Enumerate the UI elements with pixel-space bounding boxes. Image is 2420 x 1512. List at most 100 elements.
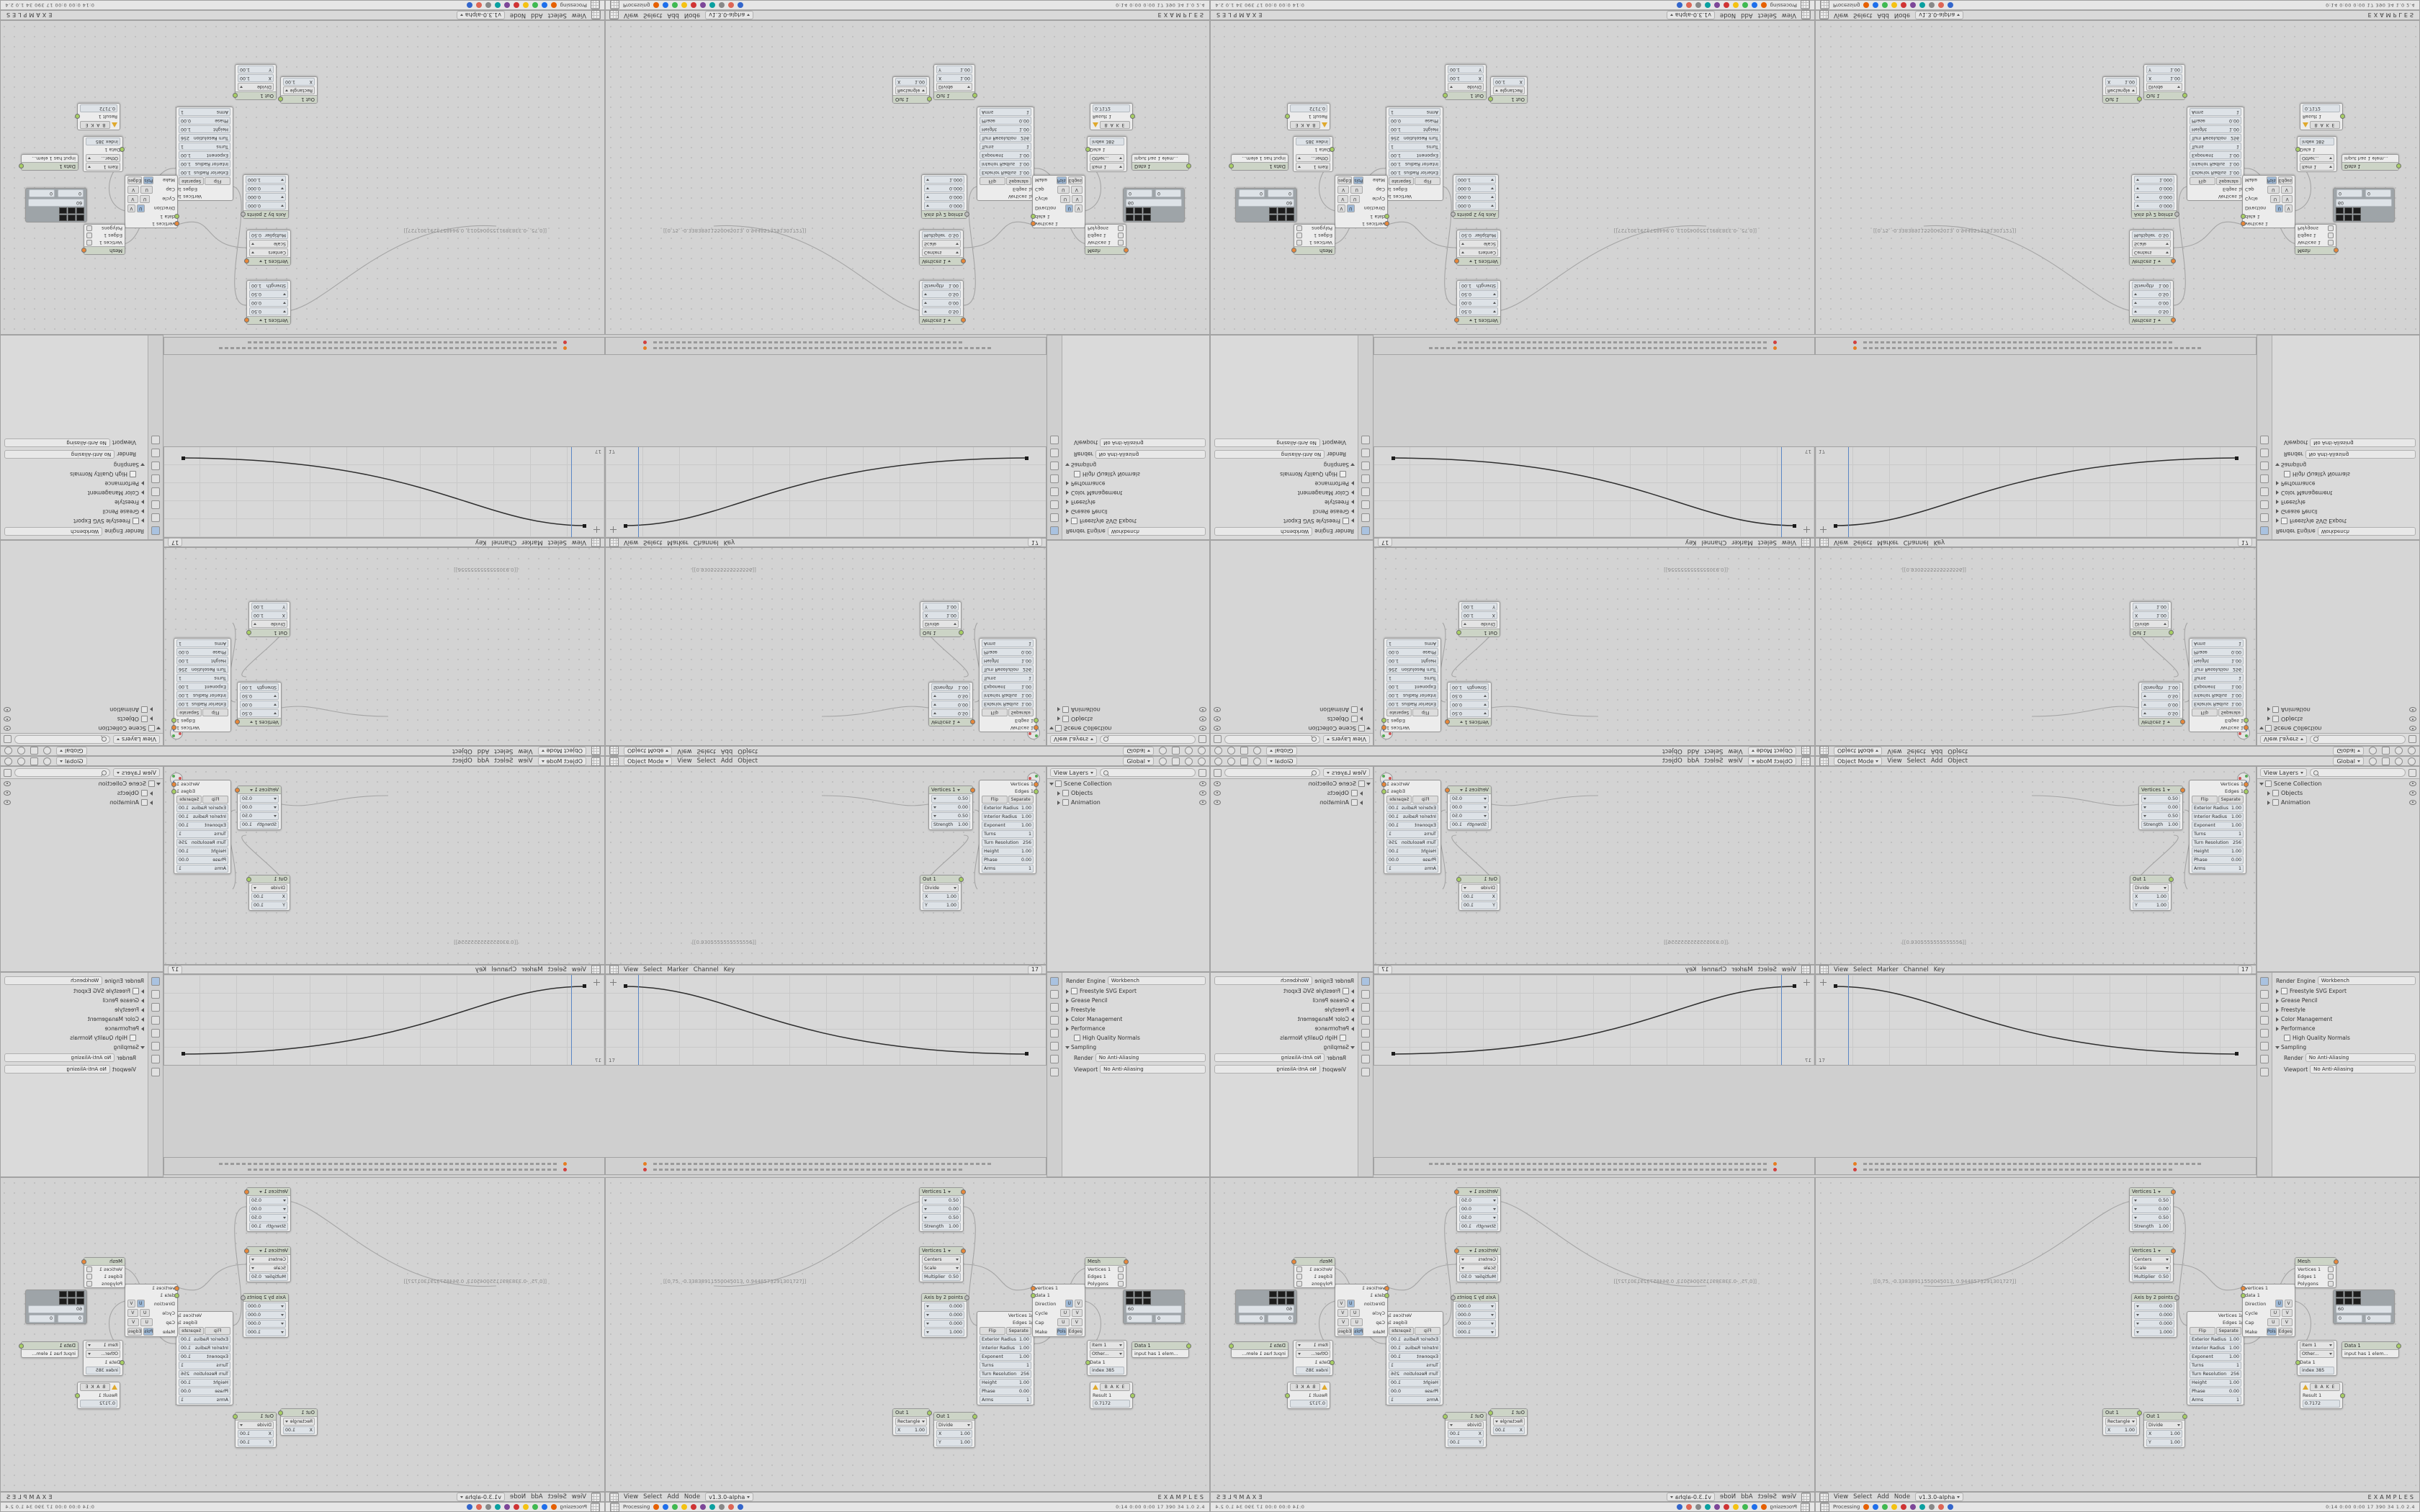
bake-button[interactable]: B A K E: [1100, 121, 1130, 129]
scene-properties-tab[interactable]: [2260, 1016, 2269, 1025]
panel-color-management[interactable]: Color Management: [1214, 1014, 1355, 1024]
frame-field[interactable]: 17: [168, 965, 183, 974]
editor-type-graph-icon[interactable]: [591, 538, 601, 547]
value-field[interactable]: 0.000: [2134, 1320, 2174, 1328]
data-properties-tab[interactable]: [1050, 436, 1059, 444]
freestyle-svg-checkbox[interactable]: [1343, 988, 1349, 994]
menu-select[interactable]: Select: [1906, 757, 1926, 765]
value-field-z[interactable]: 0.50: [1450, 812, 1489, 820]
expand-arrow-icon[interactable]: [2267, 716, 2270, 721]
high-quality-normals-checkbox[interactable]: [130, 471, 136, 477]
node-list-item[interactable]: Item 1 Other... Data 1 index 385: [83, 1340, 125, 1376]
taskbar-app-icon[interactable]: [466, 1504, 472, 1510]
separate-toggle[interactable]: Separate: [1389, 1327, 1415, 1335]
result-output-socket[interactable]: [1285, 114, 1291, 119]
data-properties-tab[interactable]: [151, 436, 160, 444]
result-value-field[interactable]: 0.7172: [80, 104, 117, 112]
separate-toggle[interactable]: Separate: [176, 796, 202, 804]
output-properties-tab[interactable]: [1361, 513, 1370, 522]
vertices-output-socket[interactable]: [2179, 788, 2185, 793]
editor-type-graph-icon[interactable]: [1801, 538, 1811, 547]
panel-freestyle-svg-export[interactable]: Freestyle SVG Export: [2275, 986, 2416, 996]
filter-icon[interactable]: [4, 735, 12, 744]
render-engine-dropdown[interactable]: Workbench: [1214, 976, 1313, 985]
outliner-row-scene-collection[interactable]: Scene Collection: [1211, 724, 1373, 733]
direction-u-button[interactable]: U: [2275, 204, 2284, 212]
taskbar-app-icon[interactable]: [738, 2, 744, 8]
render-properties-tab[interactable]: [2260, 526, 2269, 535]
result-output-socket[interactable]: [2182, 93, 2187, 98]
node-mesh-viewer[interactable]: Mesh Vertices 1 Edges 1 Polygons: [1085, 1257, 1129, 1288]
shape-dropdown[interactable]: Rectangle: [283, 86, 315, 94]
render-engine-dropdown[interactable]: Workbench: [4, 976, 103, 985]
node-axis-by-2-points[interactable]: Axis by 2 points 0.000 0.000 0.000 1.000: [921, 174, 969, 219]
filter-icon[interactable]: [2408, 735, 2416, 744]
orientation-dropdown[interactable]: Global: [56, 747, 87, 755]
color-swatch[interactable]: [2353, 1291, 2361, 1297]
item-dropdown[interactable]: Item 1: [1090, 163, 1124, 171]
playhead[interactable]: [1781, 975, 1782, 1065]
editor-type-graph-icon[interactable]: [1801, 965, 1811, 974]
direction-u-button[interactable]: U: [1346, 204, 1355, 212]
color-swatch[interactable]: [59, 1291, 67, 1297]
graph-editor-top[interactable]: 17: [163, 974, 605, 1066]
keyframe[interactable]: [624, 524, 627, 528]
proportional-edit-icon[interactable]: [1240, 757, 1248, 765]
flip-toggle[interactable]: Flip: [1415, 1327, 1440, 1335]
value-field[interactable]: 0: [2365, 1315, 2391, 1323]
value-field[interactable]: 0.000: [924, 193, 964, 201]
proportional-edit-icon[interactable]: [2382, 747, 2390, 755]
freestyle-svg-checkbox[interactable]: [1071, 518, 1077, 524]
node-tree-dropdown[interactable]: v1.3.0-alpha: [456, 1493, 505, 1501]
node-spiral[interactable]: Vertices 1 Edges 1 Flip Separate Exterio…: [1384, 1311, 1443, 1405]
direction-v-button[interactable]: V: [2285, 1300, 2293, 1308]
menu-view[interactable]: View: [1834, 539, 1849, 546]
object-properties-tab[interactable]: [151, 462, 160, 470]
object-properties-tab[interactable]: [1361, 1042, 1370, 1050]
keyframe[interactable]: [1834, 984, 1837, 988]
matrix-output-socket[interactable]: [964, 1295, 969, 1300]
mode-dropdown[interactable]: Object Mode: [624, 757, 673, 765]
high-quality-normals-checkbox[interactable]: [2284, 471, 2290, 477]
visibility-eye-icon[interactable]: [2409, 726, 2416, 731]
taskbar-app-icon[interactable]: [1919, 2, 1926, 8]
taskbar-app-icon[interactable]: [1713, 1504, 1720, 1510]
menu-add[interactable]: Add: [667, 1493, 679, 1500]
node-header[interactable]: Mesh: [1291, 246, 1335, 254]
mesh-output-socket[interactable]: [2333, 248, 2339, 253]
menu-key[interactable]: Key: [475, 539, 487, 546]
expand-arrow-icon[interactable]: [156, 726, 161, 730]
data-input-socket[interactable]: [1085, 1360, 1090, 1365]
scale-dropdown[interactable]: Scale: [1459, 1264, 1498, 1272]
visibility-eye-icon[interactable]: [2409, 800, 2416, 805]
frame-field[interactable]: 17: [1027, 965, 1042, 974]
menu-add[interactable]: Add: [1930, 747, 1943, 755]
menu-view[interactable]: View: [1834, 966, 1849, 973]
viewport-aa-dropdown[interactable]: No Anti-Aliasing: [1214, 438, 1320, 447]
taskbar-app-icon[interactable]: [1882, 2, 1888, 8]
taskbar-app-icon[interactable]: [541, 1504, 547, 1510]
cap-u-button[interactable]: U: [2267, 186, 2280, 194]
flip-toggle[interactable]: Flip: [2190, 177, 2215, 185]
high-quality-normals-checkbox[interactable]: [1074, 471, 1080, 477]
world-properties-tab[interactable]: [1361, 474, 1370, 483]
